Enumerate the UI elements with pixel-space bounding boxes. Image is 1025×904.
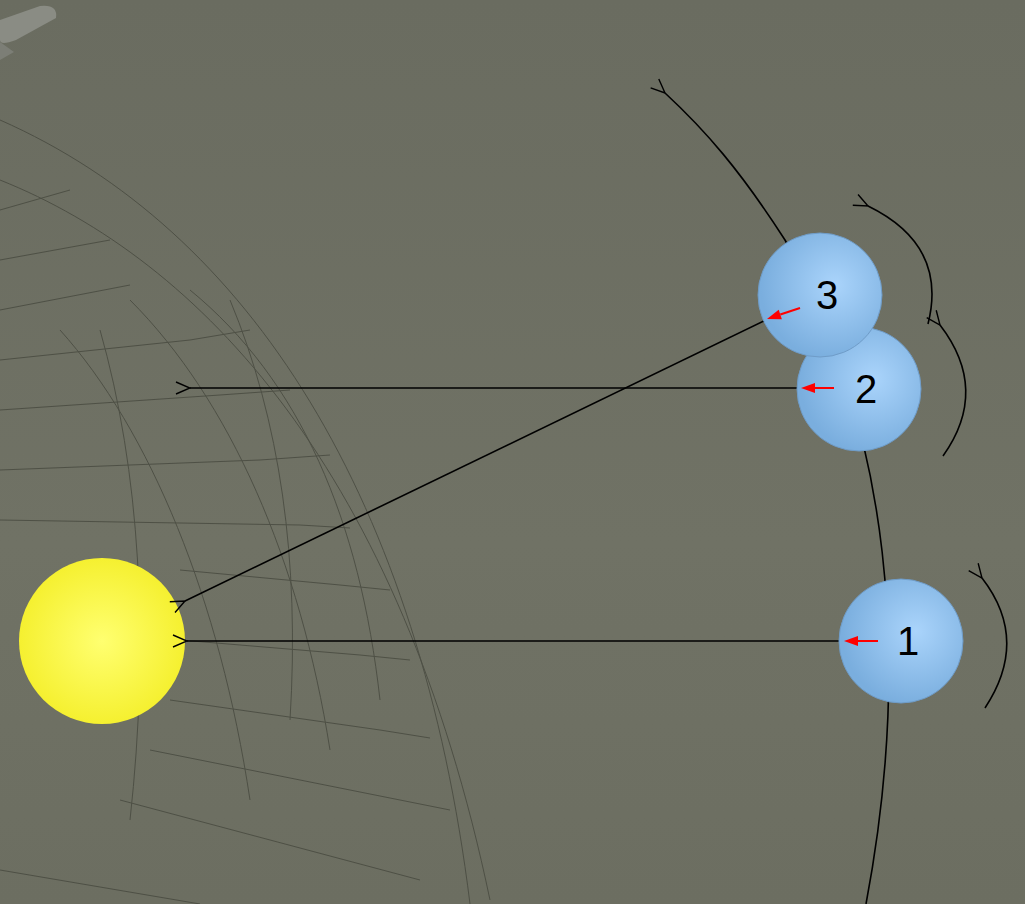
sun-direction-line [185, 320, 766, 601]
red-arrowhead [767, 310, 782, 319]
sun-direction-line [190, 387, 798, 389]
position-number: 1 [897, 621, 919, 661]
earth-position: 3 [757, 232, 883, 358]
earth-position: 1 [838, 578, 964, 704]
rotation-arrow [940, 325, 966, 456]
sun-direction-line [187, 640, 840, 642]
sun [19, 558, 185, 724]
red-arrow [780, 308, 800, 315]
red-arrow [858, 640, 878, 642]
orbit-path [665, 93, 889, 904]
rotation-arrow [982, 578, 1007, 708]
position-number: 2 [855, 369, 877, 409]
red-arrowhead [844, 636, 858, 646]
red-arrowhead [801, 383, 815, 393]
corner-object [0, 6, 56, 60]
red-arrow [815, 387, 834, 389]
position-number: 3 [816, 275, 838, 315]
grid-sphere [0, 120, 490, 904]
